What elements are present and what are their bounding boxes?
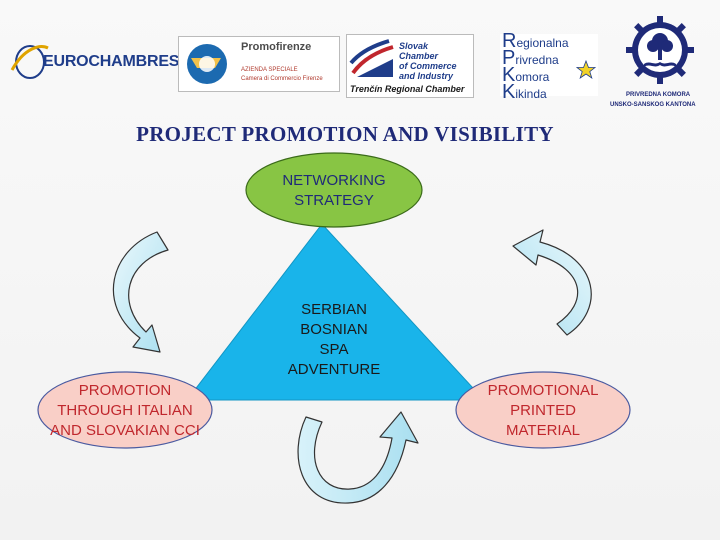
rpk-k2-rest: ikinda	[515, 87, 547, 101]
right-curved-arrow	[512, 229, 592, 336]
center-line1: SERBIAN	[301, 301, 367, 318]
eurochambres-orbit-icon	[10, 45, 49, 79]
center-label: SERBIAN BOSNIAN SPA ADVENTURE	[254, 300, 414, 380]
usk-gear-tree-icon	[626, 16, 694, 84]
center-line2: BOSNIAN	[300, 321, 368, 338]
printed-material-line3: MATERIAL	[506, 422, 580, 439]
promofirenze-emblem-icon	[187, 44, 227, 84]
center-triangle	[185, 223, 486, 401]
rpk-p-letter: P	[502, 47, 516, 69]
rpk-r-letter: R	[502, 30, 517, 52]
printed-material-line2: PRINTED	[510, 402, 576, 419]
promofirenze-logo: Promofirenze AZIENDA SPECIALE Camera di …	[178, 36, 340, 92]
trencin-line4: and Industry	[399, 71, 454, 81]
rpk-kikinda-logo: Regionalna Privredna Komora Kikinda	[500, 31, 598, 102]
rpk-p-rest: rivredna	[515, 53, 559, 67]
trencin-chamber-emblem-icon	[349, 39, 394, 77]
promotion-cci-line2: THROUGH ITALIAN	[57, 402, 193, 419]
promotion-cci-line3: AND SLOVAKIAN CCI	[50, 422, 200, 439]
usk-line1: PRIVREDNA KOMORA	[626, 92, 691, 98]
center-line3: SPA	[319, 341, 349, 358]
rpk-r-rest: egionalna	[516, 36, 569, 50]
center-line4: ADVENTURE	[287, 361, 381, 378]
eurochambres-wordmark: EUROCHAMBRES	[43, 53, 180, 70]
trencin-chamber-logo: Slovak Chamber of Commerce and Industry …	[346, 34, 474, 98]
left-curved-arrow	[112, 231, 169, 353]
promotion-cci-ellipse	[37, 371, 213, 449]
usk-chamber-logo: PRIVREDNA KOMORA UNSKO-SANSKOG KANTONA	[610, 14, 712, 112]
trencin-line1: Slovak	[399, 41, 429, 51]
bottom-curved-arrow	[297, 411, 419, 504]
promotion-cci-label: PROMOTION THROUGH ITALIAN AND SLOVAKIAN …	[35, 381, 215, 441]
eurochambres-logo: EUROCHAMBRES	[10, 38, 179, 86]
rpk-star-icon	[576, 60, 596, 79]
networking-strategy-label: NETWORKING STRATEGY	[254, 171, 414, 211]
page-title: PROJECT PROMOTION AND VISIBILITY	[136, 122, 554, 146]
trencin-line2: Chamber	[399, 51, 439, 61]
networking-strategy-line2: STRATEGY	[294, 192, 374, 209]
rpk-k-rest: omora	[515, 70, 550, 84]
printed-material-line1: PROMOTIONAL	[487, 382, 599, 399]
rpk-k2-letter: K	[502, 81, 516, 103]
networking-strategy-line1: NETWORKING	[282, 172, 386, 189]
promofirenze-line2: Camera di Commercio Firenze	[241, 76, 323, 82]
printed-material-ellipse	[455, 371, 631, 449]
rpk-k-letter: K	[502, 64, 516, 86]
promofirenze-name: Promofirenze	[241, 41, 312, 53]
networking-strategy-ellipse	[245, 152, 423, 228]
usk-line2: UNSKO-SANSKOG KANTONA	[610, 102, 696, 108]
promotion-cci-line1: PROMOTION	[78, 382, 172, 399]
printed-material-label: PROMOTIONAL PRINTED MATERIAL	[453, 381, 633, 441]
promofirenze-line1: AZIENDA SPECIALE	[241, 67, 298, 73]
trencin-line3: of Commerce	[399, 61, 457, 71]
trencin-caption: Trenčín Regional Chamber	[350, 84, 465, 94]
